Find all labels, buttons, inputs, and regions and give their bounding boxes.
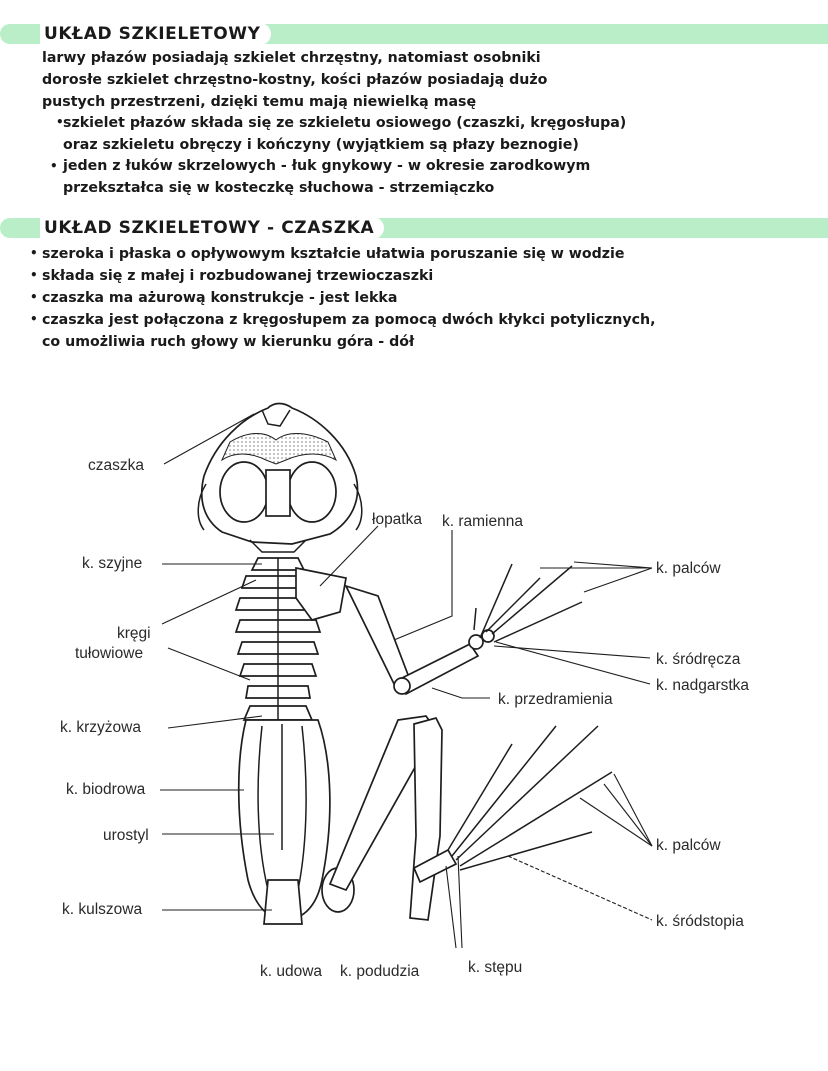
bullet-icon: • <box>30 246 38 260</box>
label-szyjne: k. szyjne <box>82 555 142 572</box>
label-podudzia: k. podudzia <box>340 963 420 980</box>
label-przedramienia: k. przedramienia <box>498 691 613 708</box>
section1-bullet-1-line-2: oraz szkieletu obręczy i kończyny (wyjąt… <box>63 137 579 153</box>
diagram-labels: czaszka k. szyjne kręgi tułowiowe k. krz… <box>60 457 749 980</box>
section2-bullet-3: czaszka ma ażurową konstrukcje - jest le… <box>42 290 398 306</box>
section2-bullet-4-line-1: czaszka jest połączona z kręgosłupem za … <box>42 312 656 328</box>
label-czaszka: czaszka <box>88 457 144 474</box>
section1-para-line-2: dorosłe szkielet chrzęstno-kostny, kości… <box>42 72 548 88</box>
label-udowa: k. udowa <box>260 963 322 980</box>
label-kregi-2: tułowiowe <box>75 645 143 662</box>
label-srodrecza: k. śródręcza <box>656 651 741 668</box>
label-srodstopia: k. śródstopia <box>656 913 744 930</box>
bullet-icon: • <box>30 312 38 326</box>
section1-bullet-2-line-2: przekształca się w kosteczkę słuchowa - … <box>63 180 495 196</box>
leg-drawing <box>328 715 613 921</box>
section2-bullet-1: szeroka i płaska o opływowym kształcie u… <box>42 246 625 262</box>
label-ramienna: k. ramienna <box>442 513 523 530</box>
bullet-icon: • <box>56 115 64 129</box>
section1-bullet-1-line-1: szkielet płazów składa się ze szkieletu … <box>63 115 627 131</box>
bullet-icon: • <box>30 268 38 282</box>
section1-para-line-1: larwy płazów posiadają szkielet chrzęstn… <box>42 50 541 66</box>
pelvis-drawing <box>237 719 355 925</box>
label-nadgarstka: k. nadgarstka <box>656 677 749 694</box>
leader-lines <box>160 413 653 949</box>
section2-bullet-4-line-2: co umożliwia ruch głowy w kierunku góra … <box>42 334 415 350</box>
bullet-icon: • <box>30 290 38 304</box>
label-stepu: k. stępu <box>468 959 522 976</box>
label-palcow-bottom: k. palców <box>656 837 721 854</box>
section1-bullet-2-line-1: jeden z łuków skrzelowych - łuk gnykowy … <box>63 158 591 174</box>
arm-drawing <box>295 563 583 696</box>
label-kulszowa: k. kulszowa <box>62 901 142 918</box>
section2-bullet-2: składa się z małej i rozbudowanej trzewi… <box>42 268 434 284</box>
label-urostyl: urostyl <box>103 827 149 844</box>
label-palcow-top: k. palców <box>656 560 721 577</box>
label-kregi-1: kręgi <box>117 625 151 642</box>
section2-heading: UKŁAD SZKIELETOWY - CZASZKA <box>40 217 385 239</box>
skeleton-drawing <box>197 402 613 925</box>
frog-skeleton-diagram: czaszka k. szyjne kręgi tułowiowe k. krz… <box>60 402 749 980</box>
label-lopatka: łopatka <box>372 511 422 528</box>
label-krzyzowa: k. krzyżowa <box>60 719 141 736</box>
label-biodrowa: k. biodrowa <box>66 781 146 798</box>
section1-heading: UKŁAD SZKIELETOWY <box>40 23 271 45</box>
section1-para-line-3: pustych przestrzeni, dzięki temu mają ni… <box>42 94 477 110</box>
bullet-icon: • <box>50 159 58 173</box>
skull-drawing <box>197 402 363 553</box>
